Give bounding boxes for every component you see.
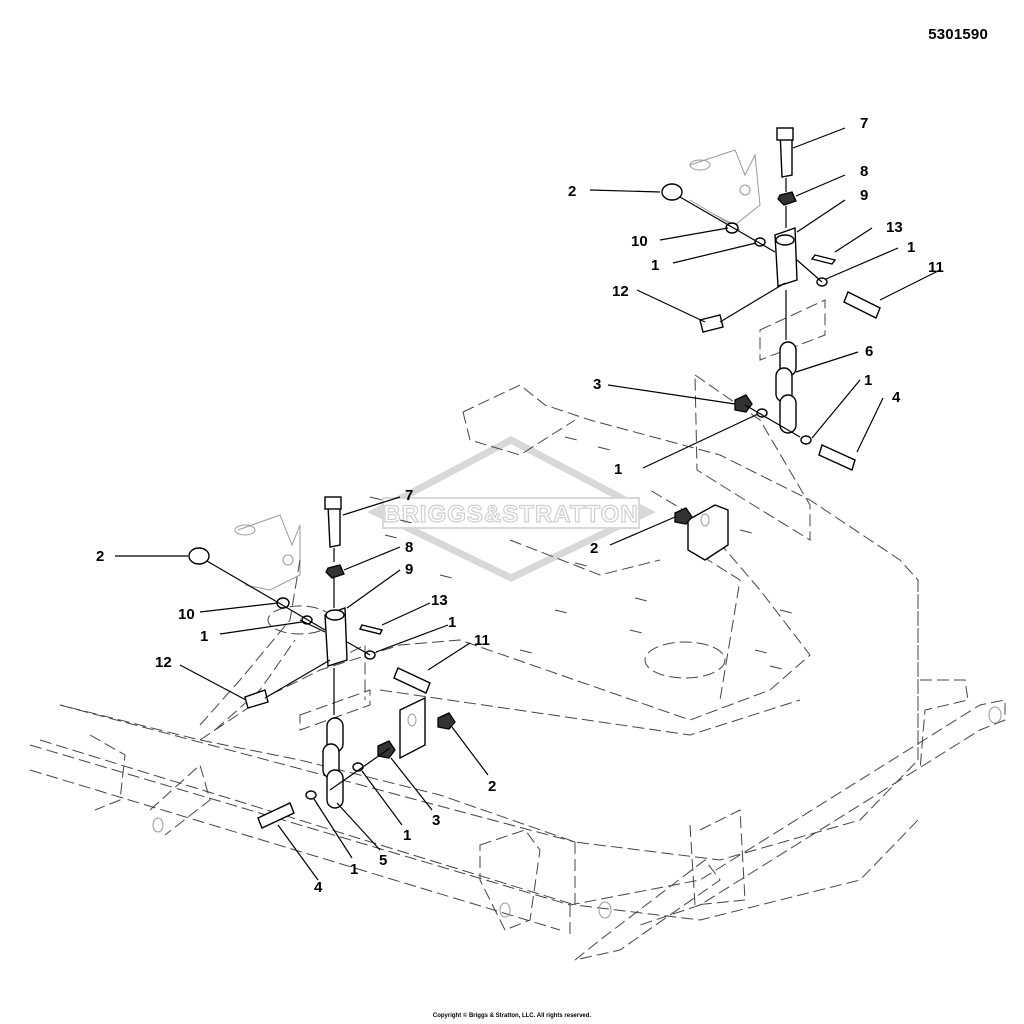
copyright-notice: Copyright © Briggs & Stratton, LLC. All … — [432, 1013, 592, 1019]
callout-upper-7: 7 — [860, 115, 868, 132]
callout-lower-2b: 2 — [488, 778, 496, 795]
callout-upper-1d: 1 — [614, 461, 622, 478]
deck-brackets — [399, 504, 729, 760]
callout-lower-1d: 1 — [350, 861, 358, 878]
callout-upper-12: 12 — [612, 283, 629, 300]
washer-1-upper-c — [756, 408, 768, 418]
mower-deck — [39, 384, 919, 921]
assembly-centerlines — [206, 178, 823, 791]
callout-upper-1c: 1 — [864, 372, 872, 389]
callout-upper-11: 11 — [928, 259, 944, 276]
leaders-lower — [115, 496, 489, 881]
callout-upper-1b: 1 — [907, 239, 915, 256]
callout-lower-1b: 1 — [448, 614, 456, 631]
bolt-head — [776, 127, 794, 141]
callout-upper-9: 9 — [860, 187, 868, 204]
callout-upper-2b: 2 — [590, 540, 598, 557]
bolt-11-lower — [393, 667, 431, 694]
callout-lower-10: 10 — [178, 606, 195, 623]
nut-2-upper-b — [674, 507, 693, 525]
nut-2-lower — [188, 547, 210, 565]
callout-lower-5: 5 — [379, 852, 387, 869]
callout-lower-11: 11 — [474, 632, 490, 649]
nut-8-lower — [325, 564, 345, 579]
callout-lower-2: 2 — [96, 548, 104, 565]
lift-arm-upper — [689, 149, 761, 231]
nut-2-upper — [661, 183, 683, 201]
bolt-4-lower — [257, 802, 295, 829]
bolt-4-upper — [818, 444, 856, 471]
callout-lower-12: 12 — [155, 654, 172, 671]
nut-3-upper — [734, 394, 753, 413]
callout-upper-3: 3 — [593, 376, 601, 393]
chain-6-upper — [775, 341, 797, 434]
callout-lower-7: 7 — [405, 487, 413, 504]
pin-12-lower — [244, 689, 269, 709]
nut-8-upper — [777, 191, 797, 206]
nut-3-lower — [377, 740, 396, 759]
washer-1-upper-a — [754, 237, 766, 247]
watermark-text: BRIGGS&STRATTON — [383, 501, 638, 528]
washer-1-upper-d — [800, 435, 812, 445]
bolt-head-lower — [324, 496, 342, 510]
callout-upper-13: 13 — [886, 219, 903, 236]
pin-13-lower — [358, 624, 384, 635]
pin-12-upper — [699, 314, 724, 333]
chain-5-lower — [322, 717, 344, 809]
callout-upper-2: 2 — [568, 183, 576, 200]
watermark-logo: BRIGGS&STRATTON — [367, 436, 656, 582]
callout-upper-10: 10 — [631, 233, 648, 250]
callout-upper-4: 4 — [892, 389, 901, 406]
callout-lower-8: 8 — [405, 539, 413, 556]
upper-hanger-assembly — [661, 127, 881, 525]
callout-upper-1a: 1 — [651, 257, 659, 274]
callout-lower-9: 9 — [405, 561, 413, 578]
lift-arm-lower — [199, 514, 301, 731]
callouts-upper: 7 8 9 2 10 13 1 11 1 12 6 3 1 4 1 2 — [568, 115, 944, 557]
washer-1-lower-d — [305, 790, 317, 800]
pin-13-upper — [810, 254, 837, 265]
part-number: 5301590 — [928, 26, 988, 43]
nut-2-lower-b — [437, 712, 456, 730]
callout-lower-3: 3 — [432, 812, 440, 829]
callout-lower-1c: 1 — [403, 827, 411, 844]
callouts-lower: 7 8 9 2 10 13 1 1 11 12 2 3 1 5 1 4 — [96, 487, 496, 896]
callout-upper-8: 8 — [860, 163, 868, 180]
callout-lower-13: 13 — [431, 592, 448, 609]
deck-frame — [29, 580, 1006, 961]
lower-hanger-assembly — [188, 496, 456, 829]
leaders-upper — [589, 127, 941, 546]
callout-lower-4: 4 — [314, 879, 323, 896]
bolt-11-upper — [843, 291, 881, 319]
callout-upper-6: 6 — [865, 343, 873, 360]
callout-lower-1a: 1 — [200, 628, 208, 645]
